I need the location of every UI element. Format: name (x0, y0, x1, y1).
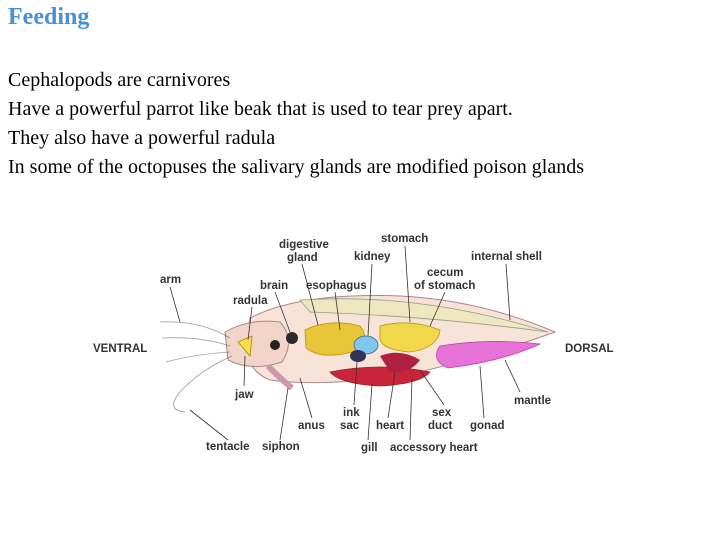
kidney-shape (353, 335, 379, 355)
label-cecum-2: of stomach (414, 280, 475, 292)
arm-shape (159, 321, 231, 339)
squid-anatomy-diagram: digestive gland stomach kidney internal … (93, 233, 614, 454)
label-gill: gill (361, 442, 378, 454)
bullet-item: In some of the octopuses the salivary gl… (8, 156, 584, 178)
label-digestive-gland: digestive (279, 239, 329, 251)
bullet-list: Cephalopods are carnivores Have a powerf… (8, 66, 708, 182)
label-tentacle: tentacle (206, 441, 249, 453)
label-sex-duct-2: duct (428, 420, 452, 432)
bullet-item: Have a powerful parrot like beak that is… (8, 98, 513, 120)
brain-shape (286, 332, 298, 344)
arm-shape (161, 337, 231, 347)
label-anus: anus (298, 420, 325, 432)
label-ink-sac-2: sac (340, 420, 360, 432)
label-gonad: gonad (470, 420, 505, 432)
label-dorsal: DORSAL (565, 343, 614, 355)
stomach-shape (379, 322, 441, 353)
gill-shape (329, 366, 431, 387)
beak-shape (237, 335, 253, 357)
label-jaw: jaw (234, 389, 254, 401)
label-siphon: siphon (262, 441, 300, 453)
label-brain: brain (260, 280, 288, 292)
ink-sac-shape (350, 350, 366, 362)
label-radula: radula (233, 295, 268, 307)
bullet-item: They also have a powerful radula (8, 127, 276, 149)
label-arm: arm (160, 274, 181, 286)
label-accessory-heart: accessory heart (390, 442, 478, 454)
label-cecum: cecum (427, 267, 463, 279)
heart-shape (380, 352, 420, 373)
label-esophagus: esophagus (306, 280, 367, 292)
gonad-shape (436, 341, 542, 369)
siphon-shape (265, 363, 294, 391)
label-digestive-gland-2: gland (287, 252, 318, 264)
label-ink-sac: ink (343, 407, 360, 419)
label-mantle: mantle (514, 395, 551, 407)
label-sex-duct: sex (432, 407, 452, 419)
label-internal-shell: internal shell (471, 251, 542, 263)
label-kidney: kidney (354, 251, 391, 263)
bullet-item: Cephalopods are carnivores (8, 69, 231, 91)
label-stomach: stomach (381, 233, 428, 245)
slide-title: Feeding (8, 4, 90, 30)
leader-lines (169, 245, 521, 441)
arm-shape (165, 351, 231, 363)
label-heart: heart (376, 420, 404, 432)
eye-shape (270, 340, 280, 350)
tentacle-shape (173, 355, 233, 413)
internal-shell-shape (299, 298, 549, 333)
label-ventral: VENTRAL (93, 343, 147, 355)
squid-head-shape (224, 320, 289, 367)
